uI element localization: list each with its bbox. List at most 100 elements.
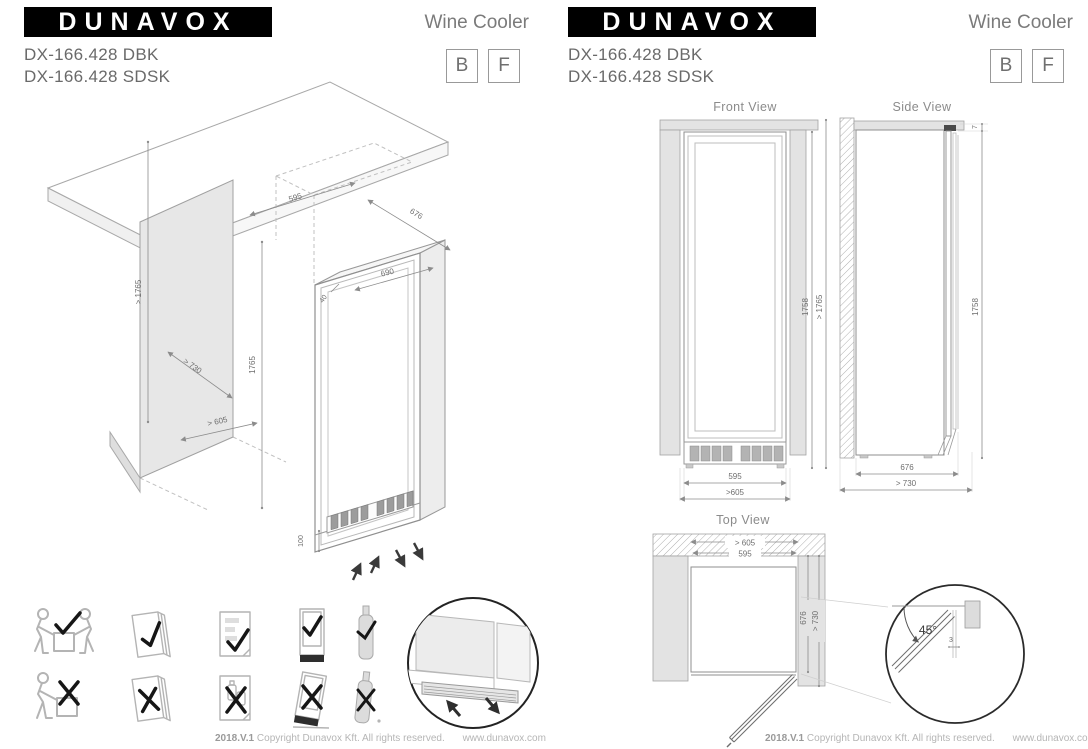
left-wall-column — [652, 555, 689, 682]
drip-dot — [377, 719, 381, 723]
model-number-2: DX-166.428 SDSK — [568, 67, 715, 86]
cabinet-side-panel — [139, 179, 234, 479]
icon-manual-ok — [131, 611, 171, 658]
left-cabinet-panel — [659, 129, 681, 456]
dim-niche-min-height: > 1765 — [815, 294, 824, 319]
cabinet-top-board — [46, 81, 450, 262]
footer-copyright: Copyright Dunavox Kft. All rights reserv… — [806, 733, 995, 744]
check-mark — [226, 628, 250, 652]
footer-version: 2018.V.1 — [215, 733, 255, 744]
dim-unit-height: 1765 — [248, 356, 257, 374]
model-numbers: DX-166.428 DBK DX-166.428 SDSK — [24, 44, 170, 88]
dim-door-opening-angle: 45° — [919, 623, 937, 637]
footer: 2018.V.1 Copyright Dunavox Kft. All righ… — [765, 733, 1088, 744]
top-view-label: Top View — [716, 513, 770, 527]
exhaust-arrow — [484, 697, 500, 715]
top-view-drawing: > 605 595 676 > 730 — [652, 533, 1025, 748]
unit-side — [855, 125, 959, 459]
front-view-drawing: 1758 > 1765 595 >605 — [659, 118, 828, 502]
wine-cooler-unit — [314, 239, 446, 553]
footer: 2018.V.1 Copyright Dunavox Kft. All righ… — [215, 733, 546, 744]
vent-grille — [421, 681, 519, 704]
icon-single-person-lift-no — [36, 672, 80, 719]
product-type-label: Wine Cooler — [968, 12, 1073, 33]
icon-unpack-no — [219, 675, 251, 721]
right-cabinet-panel — [789, 129, 807, 456]
footer-version: 2018.V.1 — [765, 733, 805, 744]
door-angle-detail: 45° 3 — [885, 584, 1025, 724]
dim-unit-width: 595 — [728, 472, 742, 481]
dim-unit-width: 595 — [738, 550, 752, 559]
model-number-1: DX-166.428 DBK — [568, 45, 703, 64]
brand-logo: DUNAVOX — [24, 7, 272, 37]
cross-mark — [58, 680, 80, 706]
dim-niche-min-depth: > 730 — [811, 610, 820, 631]
door-top-hinge — [944, 125, 956, 131]
footer-copyright: Copyright Dunavox Kft. All rights reserv… — [256, 733, 445, 744]
badge-freestanding: F — [488, 49, 520, 83]
cross-mark — [356, 688, 376, 712]
dim-niche-min-depth: > 730 — [896, 479, 917, 488]
check-mark — [140, 621, 162, 648]
product-type-label: Wine Cooler — [424, 12, 529, 33]
check-mark — [302, 615, 323, 637]
badge-built-in: B — [446, 49, 478, 83]
dim-top-opening-width: 595 — [288, 191, 304, 204]
dim-door-thickness: 40 — [319, 294, 329, 304]
side-view-drawing: 7 1758 676 > 730 — [839, 117, 988, 493]
brand-logo-text: DUNAVOX — [58, 7, 238, 36]
side-view-label: Side View — [892, 100, 952, 114]
dim-top-opening-depth: 676 — [408, 207, 425, 222]
brand-logo-text: DUNAVOX — [602, 7, 782, 36]
footer-website: www.dunavox.com — [462, 733, 546, 744]
model-number-2: DX-166.428 SDSK — [24, 67, 171, 86]
open-door-edge — [891, 609, 955, 673]
icon-ventilation-detail — [407, 597, 539, 729]
icon-two-person-lift-ok — [34, 608, 94, 654]
counter-strip — [659, 119, 819, 131]
check-mark — [54, 611, 82, 635]
icon-tilted-no — [292, 671, 330, 729]
ventilation-grille — [326, 490, 414, 534]
side-view-dimensions: 7 1758 676 > 730 — [839, 123, 988, 493]
open-door — [726, 674, 798, 748]
unit-top — [690, 566, 798, 748]
check-mark — [356, 620, 377, 641]
icon-bottle-ok — [356, 605, 377, 660]
icon-checklist-ok — [219, 611, 251, 657]
dim-side-clearance: 3 — [949, 637, 953, 644]
dim-unit-depth: 676 — [799, 611, 808, 625]
dim-unit-height: 1758 — [971, 298, 980, 316]
isometric-installation-drawing: > 1765 595 676 690 40 1765 > 730 > 605 1… — [46, 81, 451, 581]
airflow-arrows — [350, 542, 424, 581]
dim-top-clearance: 7 — [972, 125, 979, 129]
badge-freestanding: F — [1032, 49, 1064, 83]
icon-bottle-leak-no — [354, 671, 381, 724]
footer-website: www.dunavox.com — [1012, 733, 1088, 744]
dim-plinth-height: 100 — [298, 535, 305, 547]
dim-unit-depth: 676 — [900, 463, 914, 472]
dim-niche-min-height: > 1765 — [134, 279, 143, 304]
dim-door-width: 690 — [380, 266, 396, 278]
intake-arrow — [446, 699, 462, 717]
icon-manual-no — [131, 675, 171, 722]
front-view-dimensions: 1758 > 1765 595 >605 — [679, 118, 828, 502]
wall-corner-block — [964, 600, 981, 629]
icon-upright-ok — [299, 608, 325, 662]
cabinet-plinth-wedge — [109, 430, 141, 494]
cross-mark — [301, 684, 323, 710]
dim-unit-height: 1758 — [801, 298, 810, 316]
dim-niche-min-width: >605 — [726, 488, 745, 497]
top-view-dimensions: 676 > 730 — [799, 554, 825, 688]
rear-wall-hatch — [839, 117, 855, 459]
cross-mark — [225, 686, 247, 714]
badge-built-in: B — [990, 49, 1022, 83]
cross-mark — [137, 686, 161, 714]
detail-leader-top — [800, 596, 889, 608]
spec-sheet-page-right: DUNAVOX Wine Cooler DX-166.428 DBK DX-16… — [544, 0, 1088, 749]
model-number-1: DX-166.428 DBK — [24, 45, 159, 64]
ventilation-grille — [689, 445, 784, 462]
spec-sheet-page-left: DUNAVOX Wine Cooler DX-166.428 DBK DX-16… — [24, 7, 546, 744]
unit-front — [683, 131, 787, 469]
model-numbers: DX-166.428 DBK DX-166.428 SDSK — [568, 44, 714, 88]
